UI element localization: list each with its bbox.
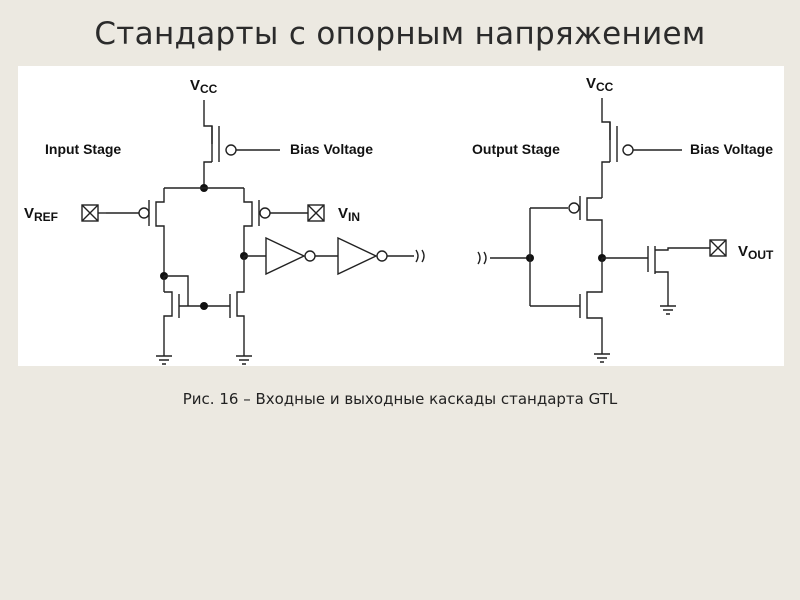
ground-symbol-right: [236, 352, 252, 365]
vref-pmos: [106, 188, 165, 276]
output-vcc-wire: [601, 98, 611, 140]
vin-label: VIN: [338, 205, 360, 224]
mirror-right-nmos: [229, 256, 245, 352]
vout-label: VOUT: [738, 243, 774, 262]
vin-pmos: [243, 188, 308, 256]
output-inverter-nmos: [530, 258, 603, 350]
ground-symbol-output-inverter: [594, 350, 610, 363]
mirror-left-nmos: [163, 291, 230, 352]
mirror-gate-node-dot: [200, 302, 208, 310]
output-bias-voltage-label: Bias Voltage: [690, 141, 773, 157]
figure-caption: Рис. 16 – Входные и выходные каскады ста…: [182, 390, 618, 408]
output-driver-nmos: [647, 246, 710, 302]
gtl-circuit-figure: Input Stage VCC Bias Voltage VREF VIN: [18, 66, 784, 366]
buffer-1: [265, 236, 316, 276]
vref-label: VREF: [24, 205, 58, 224]
input-stage-label: Input Stage: [45, 141, 121, 157]
input-break-mark: [415, 249, 425, 263]
vout-pad: [709, 239, 727, 257]
input-stage-schematic: Input Stage VCC Bias Voltage VREF VIN: [24, 77, 425, 365]
mirror-gate-wire: [164, 275, 189, 306]
circuit-schematic: Input Stage VCC Bias Voltage VREF VIN: [24, 75, 774, 365]
ground-symbol-output-driver: [660, 302, 676, 315]
output-stage-schematic: Output Stage VCC Bias Voltage VOUT: [472, 75, 774, 363]
vin-pad: [307, 204, 325, 222]
output-break-mark: [477, 251, 487, 265]
output-vcc-label: VCC: [586, 75, 614, 94]
output-stage-label: Output Stage: [472, 141, 560, 157]
buffer-2: [337, 236, 388, 276]
slide-title: Стандарты с опорным напряжением: [94, 16, 706, 52]
input-vcc-wire: [203, 100, 213, 144]
input-bias-pmos: [211, 126, 280, 162]
output-bias-drain-wire: [601, 161, 610, 198]
input-tail-wire: [203, 161, 212, 188]
input-vcc-label: VCC: [190, 77, 218, 96]
output-bias-pmos: [609, 122, 682, 162]
ground-symbol-left: [156, 352, 172, 365]
vref-pad: [81, 204, 106, 222]
input-bias-voltage-label: Bias Voltage: [290, 141, 373, 157]
output-inverter-pmos: [530, 196, 603, 258]
